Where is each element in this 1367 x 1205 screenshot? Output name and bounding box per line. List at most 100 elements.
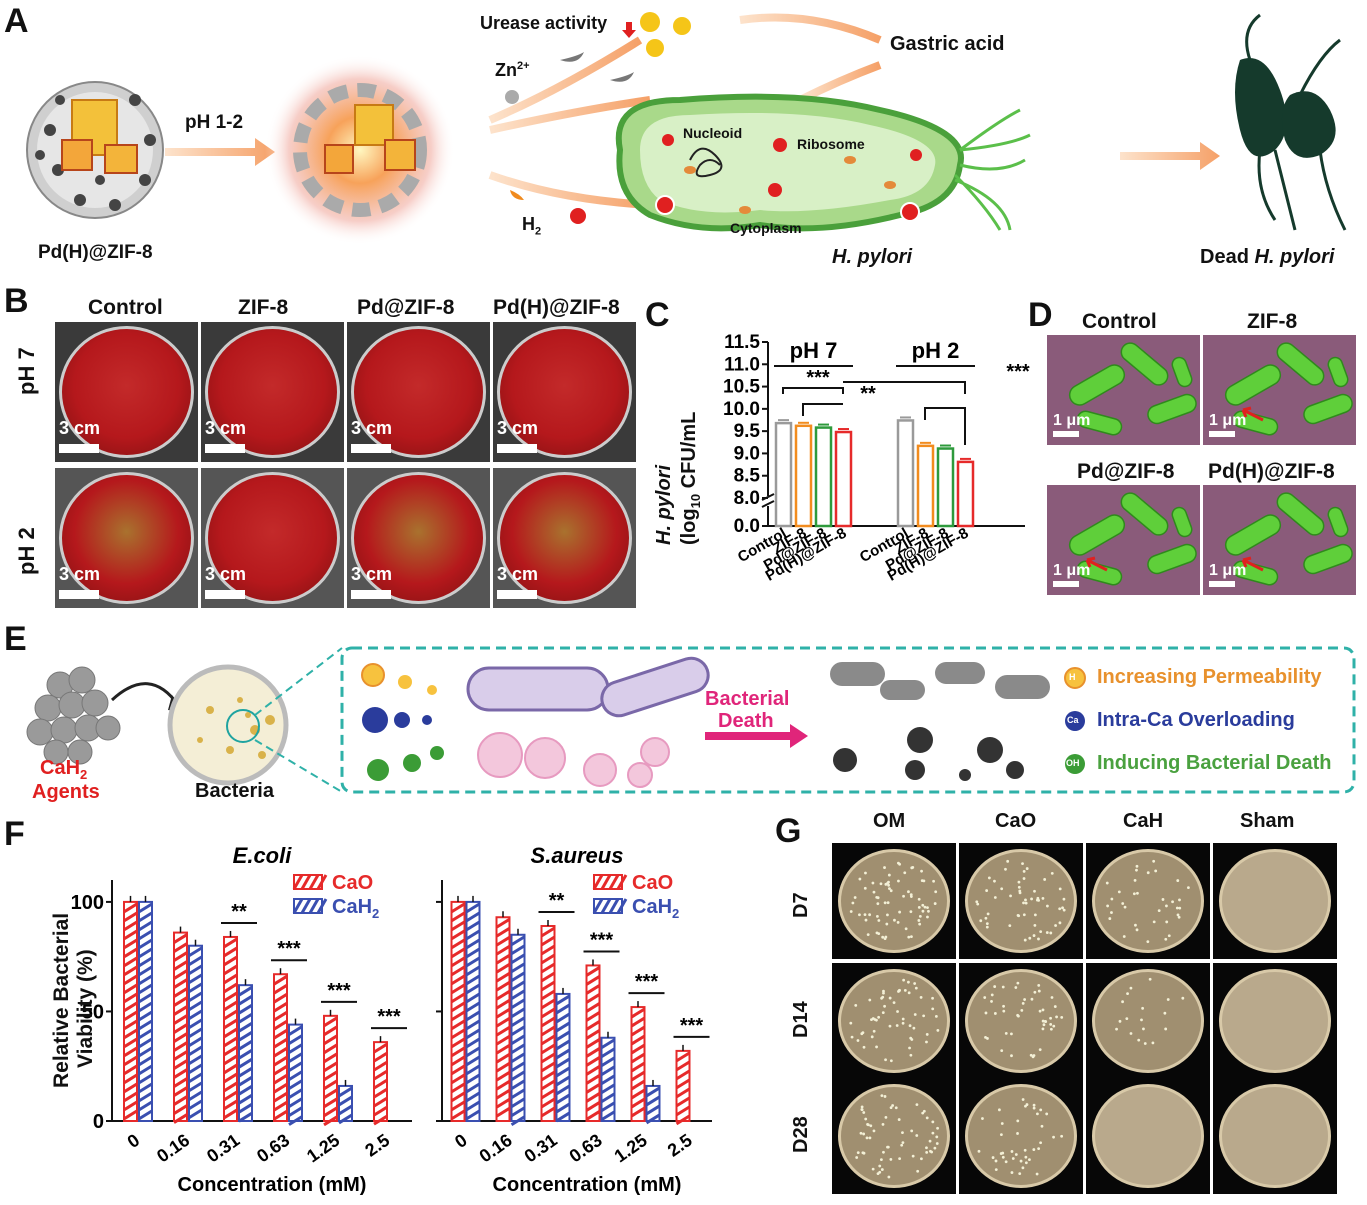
colony-2-0-15 [883, 1095, 887, 1098]
f2-hatch-1-2-192 [555, 1021, 571, 1033]
colony-1-0-16 [902, 978, 906, 982]
colony-0-0-42 [934, 890, 938, 894]
e-legend-2: Inducing Bacterial Death [1097, 752, 1332, 774]
colony-0-2-31 [1165, 920, 1169, 924]
colony-0-0-16 [879, 882, 883, 886]
colony-0-0-33 [871, 881, 875, 885]
f1-hatch-0-4-241 [323, 1070, 338, 1082]
f1-title: E.coli [233, 843, 293, 868]
colony-2-0-58 [876, 1172, 880, 1176]
f1-hatch-1-1-144 [188, 973, 203, 985]
colony-0-1-28 [993, 896, 997, 899]
colony-1-0-53 [850, 1035, 854, 1039]
colony-0-0-60 [864, 918, 868, 922]
f2-hatch-0-4-196 [630, 1025, 646, 1037]
colony-1-0-36 [936, 1028, 940, 1032]
colony-1-1-24 [1010, 1032, 1013, 1036]
colony-0-1-20 [1022, 901, 1025, 905]
colony-1-1-7 [1020, 1008, 1024, 1012]
f2-hatch-0-1-169 [495, 998, 511, 1010]
culture-dish-1-2 [351, 472, 486, 604]
urease-icon [640, 12, 691, 57]
f2-hatch-0-0-280 [450, 1109, 466, 1121]
f2-hatch-0-1-178 [495, 1007, 511, 1019]
dead-text: Dead [1200, 246, 1249, 268]
colony-0-1-50 [1008, 924, 1012, 928]
f1-hatch-1-0-100 [138, 929, 153, 941]
colony-1-1-2 [1041, 1027, 1045, 1031]
colony-2-0-33 [925, 1150, 929, 1154]
colony-2-0-32 [900, 1143, 904, 1147]
f2-legend-label-0: CaO [632, 872, 673, 894]
f1-legend-hatch-1-3 [316, 898, 328, 914]
f1-hatch-0-2-198 [223, 1027, 238, 1039]
sem-rod-2-0 [1068, 514, 1126, 556]
scale-bar-0-2 [351, 444, 391, 453]
f2-hatch-0-2-223 [540, 1052, 556, 1064]
f2-hatch-0-3-172 [585, 1002, 601, 1013]
colony-1-2-16 [1121, 1000, 1124, 1004]
scale-label-1-2: 3 cm [351, 564, 393, 584]
colony-2-0-57 [865, 1136, 869, 1140]
colony-2-1-23 [1035, 1172, 1039, 1176]
f2-hatch-0-4-205 [630, 1034, 646, 1046]
f2-hatch-0-2-214 [540, 1043, 556, 1055]
colony-1-0-22 [897, 990, 900, 993]
f1-hatch-0-1-140 [173, 969, 188, 980]
f1-hatch-0-0-136 [123, 965, 138, 977]
f1-hatch-0-4-205 [323, 1034, 338, 1046]
colony-0-1-49 [987, 876, 991, 880]
c-ytick-label-3: 9.0 [734, 443, 760, 464]
f1-hatch-0-2-243 [223, 1072, 238, 1084]
colony-1-0-34 [922, 1014, 926, 1018]
sem-rod-2-4 [1171, 506, 1193, 538]
colony-1-2-6 [1142, 1027, 1145, 1031]
f2-hatch-0-1-259 [495, 1088, 511, 1100]
colony-2-0-34 [864, 1117, 868, 1121]
colony-svg-0-1 [975, 859, 1066, 942]
culture-plate-0-0: 3 cm [55, 322, 198, 462]
colony-0-2-23 [1176, 913, 1180, 917]
colony-1-1-40 [1002, 1004, 1005, 1008]
f1-hatch-1-2-183 [238, 1012, 253, 1024]
f2-xlabel: Concentration (mM) [493, 1174, 682, 1196]
colony-2-0-16 [925, 1116, 929, 1120]
zn-label: Zn2+ [495, 60, 530, 81]
culture-dish-1-3 [497, 472, 632, 604]
f2-hatch-1-1-196 [510, 1025, 526, 1037]
f1-hatch-1-4-275 [338, 1104, 353, 1116]
f2-hatch-0-1-97 [495, 926, 511, 938]
sem-rod-1-4 [1327, 356, 1349, 388]
f2-sig-2: *** [635, 971, 659, 993]
colony-svg-0-3 [1213, 843, 1337, 959]
f2-sig-3: *** [680, 1015, 704, 1037]
f1-hatch-0-3-280 [273, 1109, 288, 1121]
cah2-agent-icon [26, 666, 121, 765]
c-axis-break-icon [761, 493, 775, 508]
colony-plate-1-0 [832, 963, 956, 1079]
colony-0-2-16 [1106, 904, 1110, 908]
f1-hatch-1-0-73 [138, 902, 153, 914]
f1-hatch-0-2-117 [223, 946, 238, 958]
f2-hatch-1-2-201 [555, 1030, 571, 1042]
f2-hatch-1-2-273 [555, 1102, 571, 1114]
colony-0-2-1 [1135, 868, 1138, 872]
c-bar-0-3 [834, 430, 853, 528]
f1-hatch-0-1-194 [173, 1023, 188, 1034]
f1-hatch-0-1-122 [173, 951, 188, 962]
sem-rod-1-0 [1224, 364, 1282, 406]
colony-1-1-22 [1023, 998, 1027, 1001]
sem-image-0: 1 μm [1047, 335, 1200, 445]
f2-hatch-0-1-196 [495, 1025, 511, 1037]
f1-hatch-0-1-275 [173, 1104, 188, 1115]
colony-0-0-44 [886, 913, 889, 917]
f1-hatch-1-1-162 [188, 991, 203, 1003]
panel-label-f: F [4, 815, 25, 853]
colony-2-1-11 [981, 1117, 984, 1120]
colony-1-0-10 [934, 1014, 938, 1018]
colony-1-1-38 [1053, 1005, 1057, 1008]
f2-hatch-1-1-250 [510, 1079, 526, 1091]
colony-1-0-7 [925, 1033, 929, 1036]
colony-0-1-35 [1062, 897, 1066, 901]
